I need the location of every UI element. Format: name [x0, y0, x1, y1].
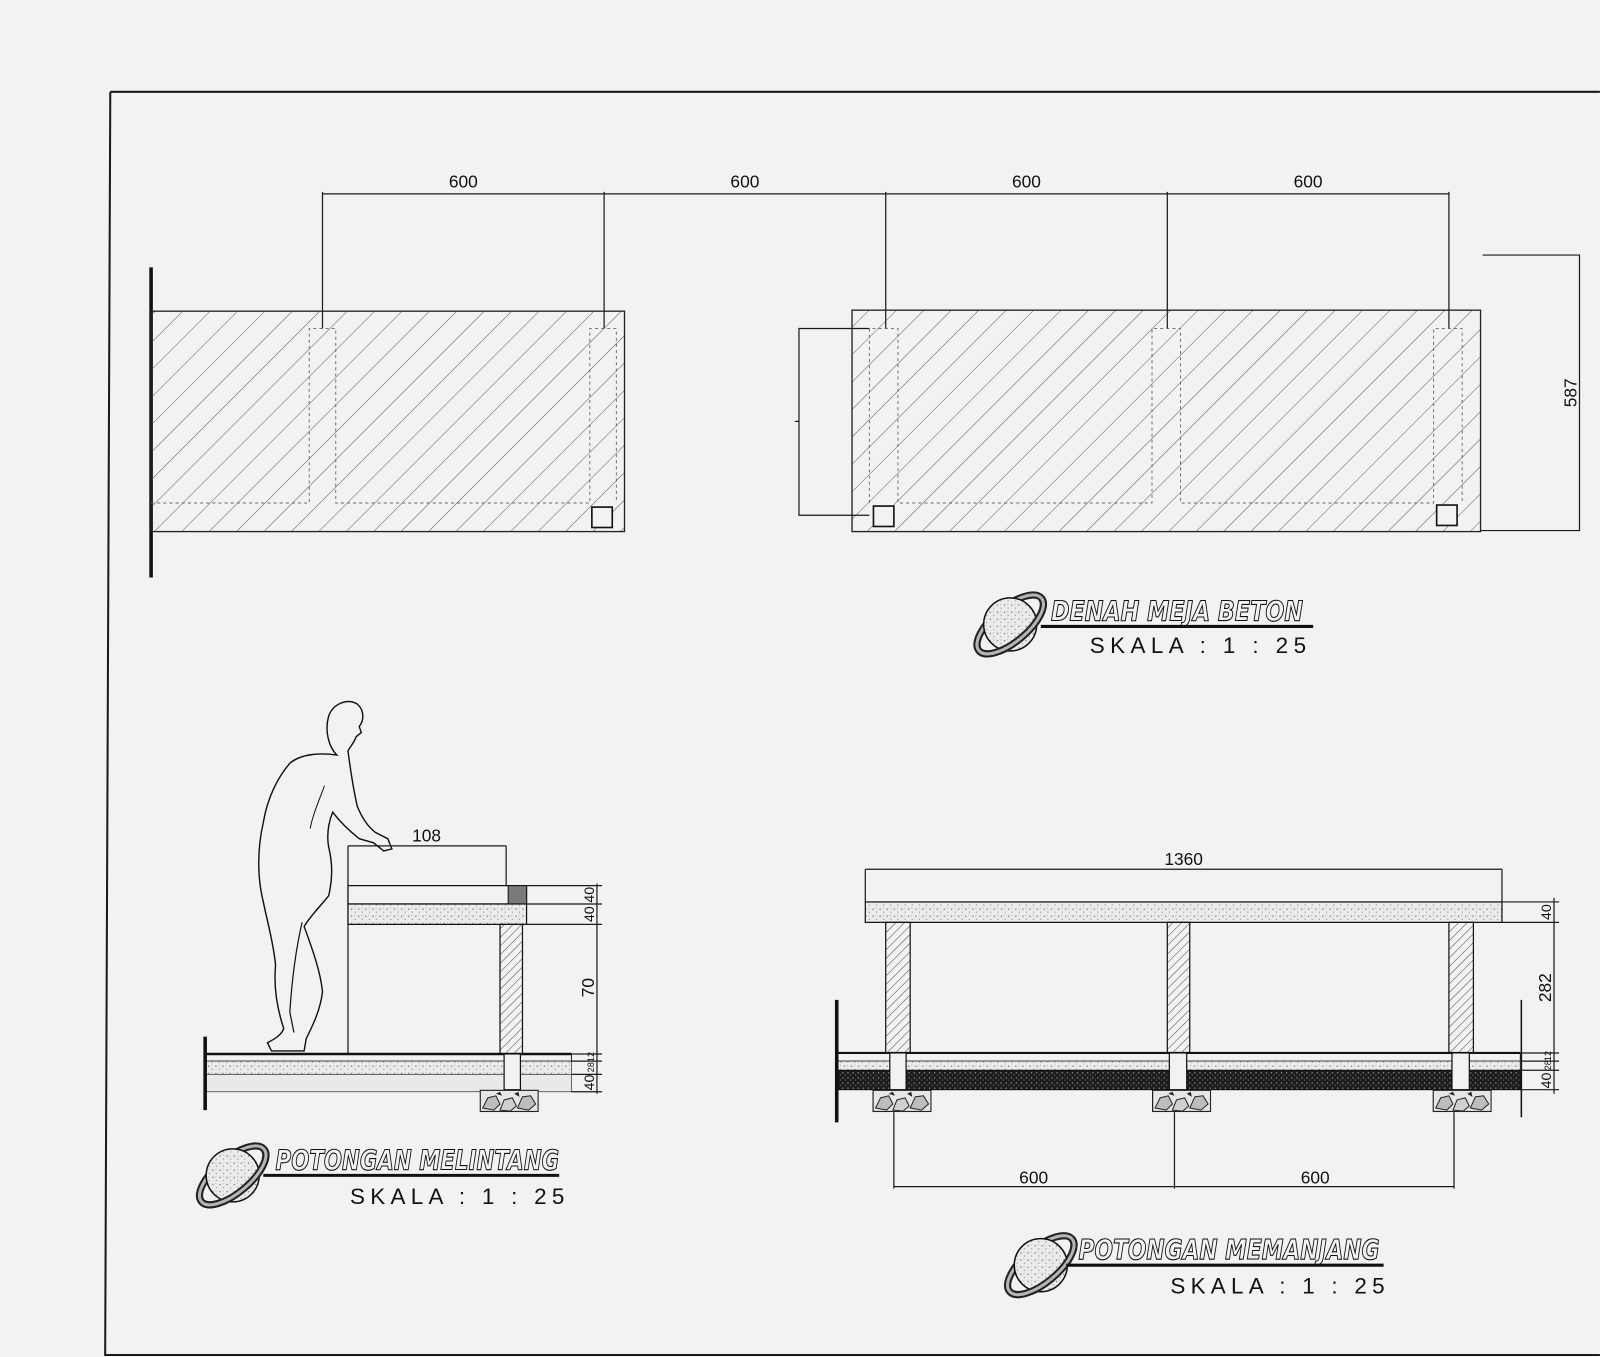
plan-depth-dimension [1480, 254, 1581, 532]
memanjang-length-ticks [864, 869, 1503, 902]
memanjang-floor-label-3: 12 [1543, 1051, 1553, 1061]
memanjang-span-label-2: 600 [1301, 1168, 1330, 1188]
melintang-slab [347, 903, 528, 926]
plan-columns-left-dashed [151, 328, 617, 504]
memanjang-floor-label-2: 28 [1543, 1060, 1553, 1070]
melintang-height-label-3: 70 [578, 978, 598, 997]
memanjang-leg-3 [1448, 921, 1475, 1054]
plan-column-marker-right-2 [1435, 504, 1458, 527]
melintang-width-label: 108 [412, 826, 441, 846]
plan-depth-label: 587 [1560, 378, 1580, 407]
melintang-pedestal [503, 1053, 522, 1091]
plan-extension-lines [321, 191, 1450, 329]
plan-column-marker-right-1 [872, 505, 895, 528]
memanjang-span-label-1: 600 [1019, 1168, 1048, 1188]
potongan-memanjang-view: 1360 40 282 40 28 12 600 600 [834, 849, 1560, 1304]
memanjang-pedestal-3 [1451, 1052, 1470, 1091]
memanjang-floor-label-1: 40 [1539, 1073, 1555, 1089]
melintang-floor-label-3: 12 [586, 1052, 596, 1062]
melintang-height-label-1: 40 [582, 887, 598, 903]
memanjang-footing-2 [1153, 1090, 1211, 1111]
melintang-leg [499, 923, 524, 1055]
potongan-melintang-view: 108 40 40 70 40 28 12 POTONGAN MELINTANG… [190, 700, 603, 1215]
memanjang-slab [864, 901, 1503, 923]
plan-slab-right [851, 309, 1482, 533]
melintang-floor-label-1: 40 [582, 1075, 598, 1091]
memanjang-extension-lines [1501, 901, 1560, 1091]
memanjang-leg-2 [1166, 921, 1191, 1054]
memanjang-height-label-2: 282 [1535, 973, 1555, 1002]
plan-dim-label-4: 600 [1294, 172, 1323, 192]
memanjang-pedestal-1 [889, 1052, 907, 1091]
plan-dim-label-1: 600 [449, 172, 478, 192]
melintang-floor-label-2: 28 [586, 1062, 596, 1072]
melintang-height-label-2: 40 [582, 906, 598, 922]
plan-slab-left [150, 310, 626, 533]
melintang-extension-lines [526, 885, 603, 1093]
person-silhouette [258, 700, 393, 1052]
memanjang-height-label-1: 40 [1539, 904, 1555, 920]
memanjang-footing-1 [873, 1090, 931, 1111]
denah-title: DENAH MEJA BETON [1051, 595, 1303, 627]
memanjang-span-ticks [893, 1112, 1455, 1189]
sheet-frame [104, 90, 1600, 1356]
plan-bracket-left [794, 327, 870, 516]
memanjang-length-label: 1360 [1164, 849, 1203, 869]
melintang-title: POTONGAN MELINTANG [276, 1144, 560, 1176]
plan-column-marker-left [591, 506, 614, 529]
melintang-tabletop-upper [347, 885, 528, 905]
memanjang-pedestal-2 [1168, 1052, 1188, 1091]
melintang-tabletop-edge [507, 885, 528, 905]
memanjang-leg-1 [885, 921, 911, 1054]
plan-columns-right-dashed [868, 328, 1463, 504]
plan-dim-label-3: 600 [1012, 172, 1041, 192]
plan-dim-label-2: 600 [730, 172, 759, 192]
denah-plan-view: 600 600 600 600 587 DENAH MEJA BETON SKA… [149, 172, 1581, 664]
memanjang-title: POTONGAN MEMANJANG [1079, 1234, 1380, 1266]
melintang-footing [480, 1090, 538, 1111]
memanjang-footing-3 [1433, 1090, 1491, 1111]
